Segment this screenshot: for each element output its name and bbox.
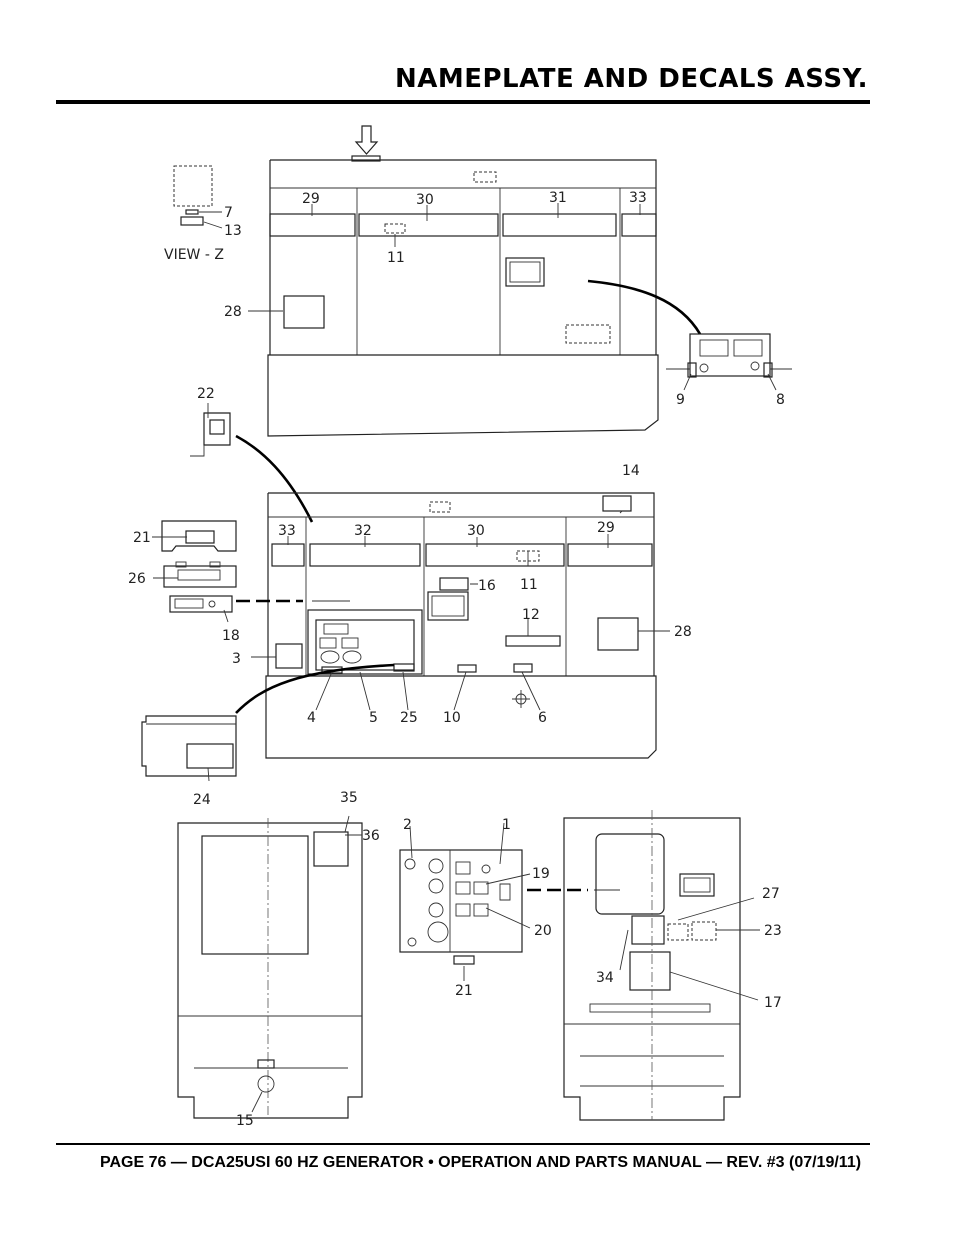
upper-side-view xyxy=(173,125,792,437)
callout-13: 13 xyxy=(224,223,242,239)
callout-26: 26 xyxy=(128,571,146,587)
callout-24: 24 xyxy=(193,792,211,808)
callout-33-mid: 33 xyxy=(278,523,296,539)
callout-11-mid: 11 xyxy=(520,577,538,593)
callout-35: 35 xyxy=(340,790,358,806)
callout-28-top: 28 xyxy=(224,304,242,320)
callout-9: 9 xyxy=(676,392,685,408)
callout-21-bottom: 21 xyxy=(455,983,473,999)
bottom-end-views xyxy=(177,810,760,1121)
header-rule xyxy=(56,100,870,104)
callout-8: 8 xyxy=(776,392,785,408)
callout-19: 19 xyxy=(532,866,550,882)
callout-31: 31 xyxy=(549,190,567,206)
callout-22: 22 xyxy=(197,386,215,402)
callout-29-mid: 29 xyxy=(597,520,615,536)
callout-4: 4 xyxy=(307,710,316,726)
callout-23: 23 xyxy=(764,923,782,939)
callout-20: 20 xyxy=(534,923,552,939)
callout-27: 27 xyxy=(762,886,780,902)
callout-17: 17 xyxy=(764,995,782,1011)
footer-rule xyxy=(56,1143,870,1145)
callout-12: 12 xyxy=(522,607,540,623)
callout-32: 32 xyxy=(354,523,372,539)
callout-25: 25 xyxy=(400,710,418,726)
callout-18: 18 xyxy=(222,628,240,644)
callout-29-top: 29 xyxy=(302,191,320,207)
callout-2: 2 xyxy=(403,817,412,833)
callout-7: 7 xyxy=(224,205,233,221)
page-footer: PAGE 76 — DCA25USI 60 HZ GENERATOR • OPE… xyxy=(100,1154,862,1171)
callout-21-mid: 21 xyxy=(133,530,151,546)
callout-6: 6 xyxy=(538,710,547,726)
callout-11-top: 11 xyxy=(387,250,405,266)
callout-labels: VIEW - Z 7 13 29 30 31 33 11 28 9 8 22 1… xyxy=(128,190,785,1129)
middle-side-view xyxy=(141,403,670,782)
view-z-label: VIEW - Z xyxy=(164,247,224,263)
callout-14: 14 xyxy=(622,463,640,479)
callout-5: 5 xyxy=(369,710,378,726)
callout-34: 34 xyxy=(596,970,614,986)
callout-10: 10 xyxy=(443,710,461,726)
callout-28-mid: 28 xyxy=(674,624,692,640)
callout-16: 16 xyxy=(478,578,496,594)
callout-30-top: 30 xyxy=(416,192,434,208)
callout-1: 1 xyxy=(502,817,511,833)
callout-15: 15 xyxy=(236,1113,254,1129)
callout-36: 36 xyxy=(362,828,380,844)
callout-3: 3 xyxy=(232,651,241,667)
page-title: NAMEPLATE AND DECALS ASSY. xyxy=(394,64,868,94)
callout-30-mid: 30 xyxy=(467,523,485,539)
callout-33-top: 33 xyxy=(629,190,647,206)
